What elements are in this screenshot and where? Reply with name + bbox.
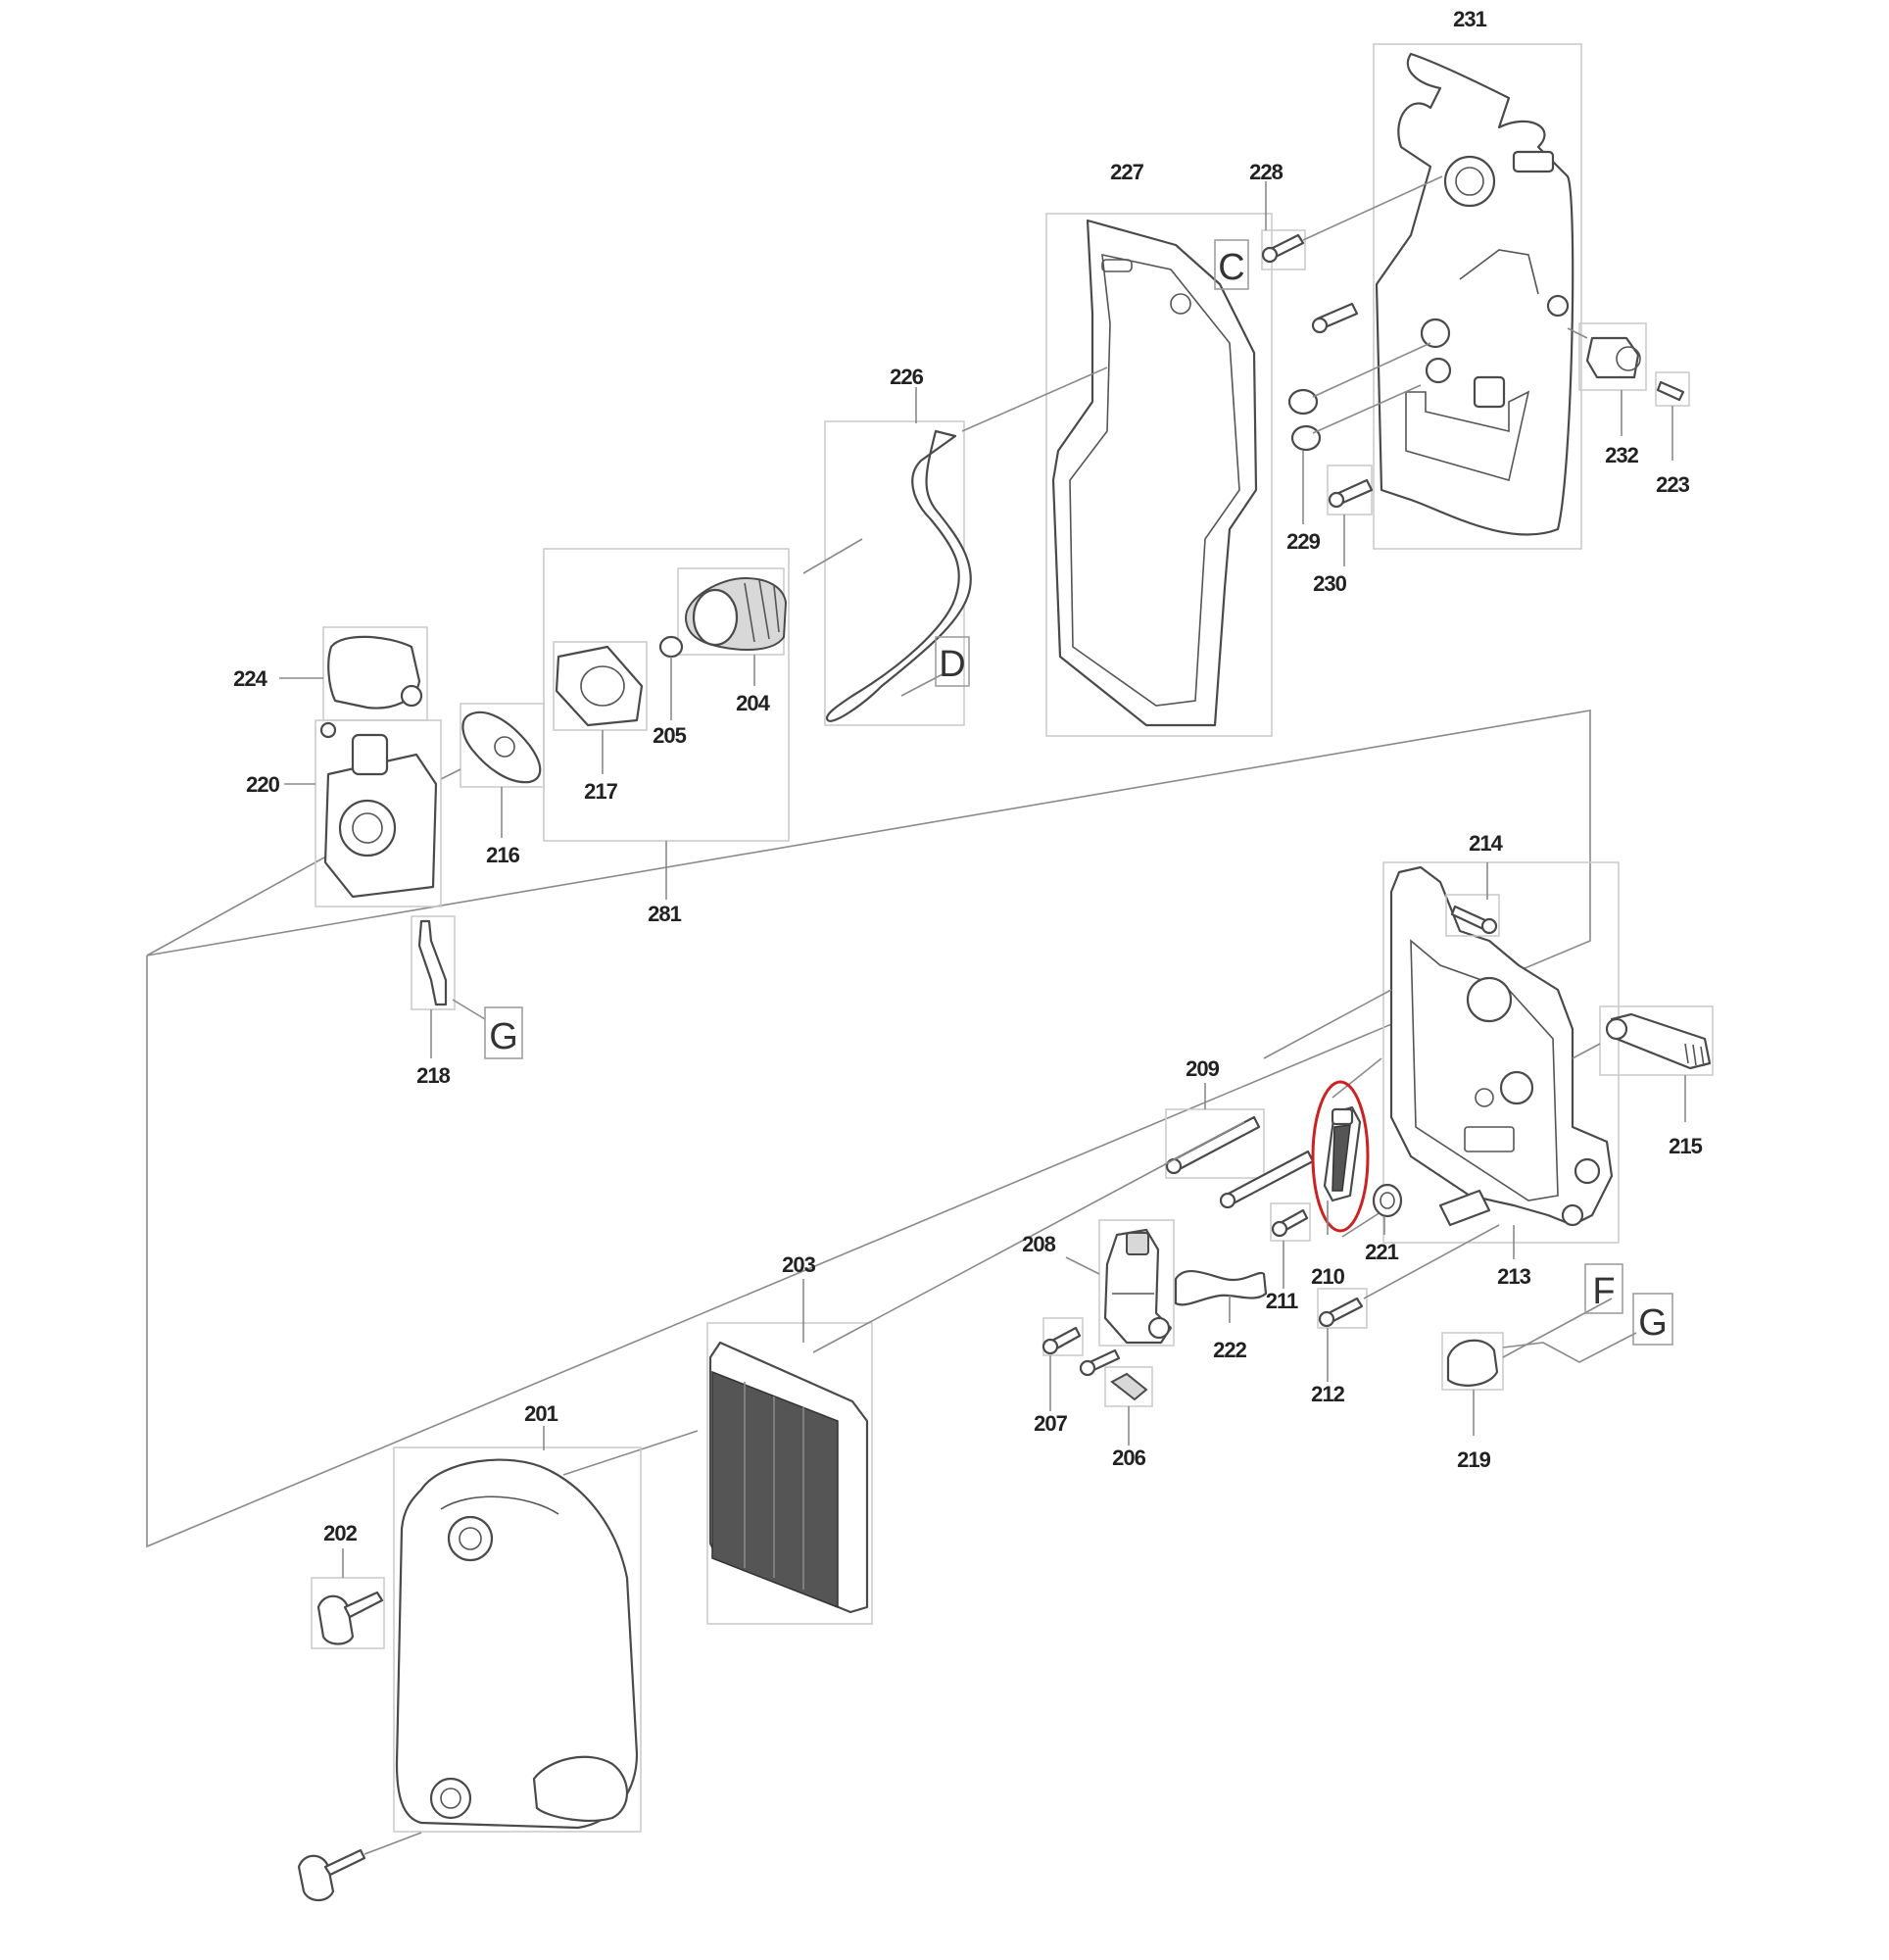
- part-213-bracket-plate: [1263, 861, 1620, 1259]
- part-number-228: 228: [1249, 160, 1283, 184]
- svg-text:G: G: [489, 1016, 518, 1057]
- part-231-cover-plate: [1373, 43, 1582, 550]
- part-number-220: 220: [246, 772, 279, 797]
- ref-g-right-tag: G: [1632, 1293, 1673, 1346]
- part-217-flange: [553, 641, 648, 774]
- part-215-lever: [1572, 1005, 1714, 1122]
- part-number-209: 209: [1186, 1056, 1219, 1081]
- part-number-210: 210: [1311, 1264, 1344, 1289]
- part-224-cover: [279, 626, 428, 721]
- part-number-216: 216: [486, 843, 519, 867]
- part-number-208: 208: [1022, 1232, 1055, 1256]
- part-281-intake-group: [543, 548, 790, 900]
- part-number-204: 204: [736, 691, 770, 715]
- part-216-gasket: [440, 703, 545, 838]
- part-number-206: 206: [1112, 1446, 1145, 1470]
- part-206-plug: [1104, 1366, 1153, 1446]
- leader-line: [146, 852, 334, 956]
- part-number-213: 213: [1497, 1264, 1530, 1289]
- part-number-212: 212: [1311, 1382, 1344, 1406]
- part-number-229: 229: [1286, 529, 1320, 554]
- part-226-hose: [802, 367, 1108, 726]
- leader-line: [562, 1430, 699, 1476]
- part-number-201: 201: [524, 1401, 557, 1426]
- part-number-281: 281: [648, 902, 681, 926]
- part-number-205: 205: [653, 723, 686, 748]
- part-227-gasket: [1045, 213, 1273, 737]
- part-number-232: 232: [1605, 443, 1638, 467]
- part-number-227: 227: [1110, 160, 1143, 184]
- part-219-knob: [1441, 1298, 1637, 1436]
- svg-text:D: D: [939, 644, 965, 685]
- part-number-231: 231: [1453, 7, 1486, 31]
- part-218-line: [411, 915, 486, 1058]
- part-number-217: 217: [584, 779, 617, 804]
- part-228-screw: [1261, 175, 1443, 270]
- part-number-223: 223: [1656, 472, 1689, 497]
- ref-d-tag: D: [935, 636, 970, 687]
- svg-text:F: F: [1592, 1271, 1615, 1312]
- part-214-screw: [1445, 862, 1500, 937]
- part-number-203: 203: [782, 1252, 815, 1277]
- highlight-ring: [1311, 1080, 1370, 1233]
- part-204-intake-boot: [677, 567, 788, 686]
- part-211-screw: [1270, 1202, 1311, 1289]
- part-209-pins: [1165, 1083, 1315, 1209]
- part-number-211: 211: [1266, 1289, 1298, 1313]
- assembly-frame-line: [146, 710, 1591, 1548]
- part-screw-upper: [1311, 302, 1359, 334]
- part-number-207: 207: [1034, 1411, 1067, 1436]
- part-207-screw: [1041, 1317, 1084, 1411]
- part-number-214: 214: [1469, 831, 1503, 856]
- svg-text:G: G: [1638, 1302, 1668, 1344]
- ref-g-left-tag: G: [484, 1006, 523, 1059]
- part-knob-lower: [297, 1832, 422, 1902]
- part-number-202: 202: [323, 1521, 357, 1545]
- part-number-222: 222: [1213, 1338, 1246, 1362]
- part-number-215: 215: [1669, 1134, 1702, 1158]
- part-221-clip: [1372, 1183, 1403, 1235]
- part-205-oring: [658, 635, 684, 720]
- part-212-screw: [1317, 1224, 1500, 1382]
- part-number-218: 218: [416, 1063, 450, 1088]
- part-201-air-cover: [393, 1426, 642, 1833]
- part-210-link-highlighted: [1311, 1080, 1370, 1235]
- part-number-224: 224: [233, 666, 267, 691]
- part-number-230: 230: [1313, 571, 1346, 596]
- part-222-hose: [1174, 1269, 1268, 1323]
- ref-f-tag: F: [1584, 1263, 1623, 1314]
- part-229-washers: [1287, 342, 1431, 524]
- part-232-bushing: [1567, 322, 1647, 436]
- ref-c-tag: C: [1214, 239, 1249, 290]
- part-223-screw: [1655, 371, 1690, 461]
- part-screw-lower-208: [1079, 1348, 1121, 1377]
- part-number-219: 219: [1457, 1447, 1490, 1472]
- part-number-221: 221: [1365, 1240, 1398, 1264]
- part-230-screw: [1327, 465, 1374, 566]
- part-202-knob: [311, 1548, 385, 1649]
- svg-text:C: C: [1218, 247, 1244, 288]
- part-208-valve: [1065, 1219, 1175, 1347]
- part-203-air-filter: [706, 1121, 1245, 1625]
- part-220-carburetor: [284, 719, 442, 907]
- part-number-226: 226: [890, 365, 923, 389]
